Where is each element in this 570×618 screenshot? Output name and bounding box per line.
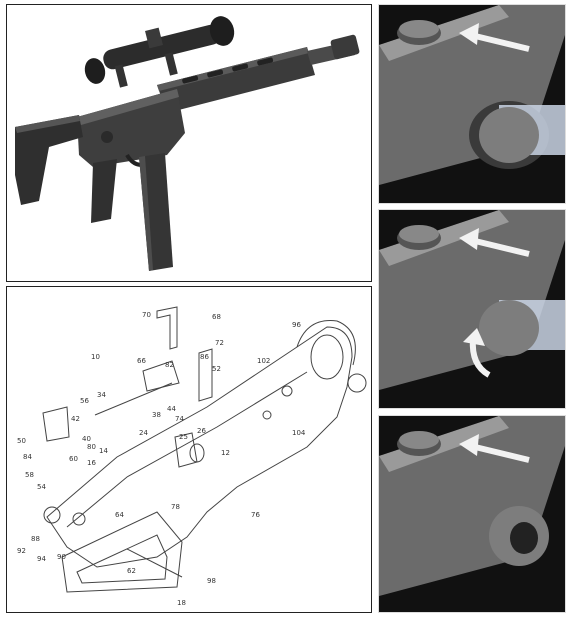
- arrow-icon: [470, 32, 530, 52]
- ref-label: 82: [165, 361, 174, 369]
- handguard: [157, 34, 360, 113]
- ref-label: 72: [215, 339, 224, 347]
- ref-label: 10: [91, 353, 100, 361]
- ref-label: 68: [212, 313, 221, 321]
- ref-label: 70: [142, 311, 151, 319]
- ref-label: 66: [137, 357, 146, 365]
- ref-label: 54: [37, 483, 46, 491]
- ref-label: 104: [292, 429, 306, 437]
- ref-label: 56: [80, 397, 89, 405]
- ref-label: 102: [257, 357, 270, 365]
- ref-label: 84: [23, 453, 32, 461]
- ref-label: 94: [37, 555, 46, 563]
- ref-label: 64: [115, 511, 124, 519]
- ref-label: 74: [175, 415, 184, 423]
- ref-label: 96: [292, 321, 301, 329]
- ref-label: 98: [207, 577, 216, 585]
- ref-label: 58: [25, 471, 34, 479]
- ref-label: 88: [31, 535, 40, 543]
- ref-label: 44: [167, 405, 176, 413]
- bolt-illustration: [379, 210, 565, 408]
- ref-label: 90: [57, 553, 66, 561]
- rifle-illustration: [7, 5, 371, 281]
- bolt-detail-photo-2: [378, 209, 566, 409]
- ref-label: 52: [212, 365, 221, 373]
- reference-numerals: 70 68 72 96 10 66 82 86 52 102 34 44 56 …: [17, 311, 306, 607]
- scope: [84, 16, 235, 88]
- bolt-illustration: [379, 5, 565, 203]
- stock: [15, 115, 83, 205]
- ref-label: 50: [17, 437, 26, 445]
- ref-label: 78: [171, 503, 180, 511]
- ref-label: 12: [221, 449, 230, 457]
- ref-label: 42: [71, 415, 80, 423]
- ref-label: 92: [17, 547, 26, 555]
- ref-label: 76: [251, 511, 260, 519]
- bolt-detail-photo-3: [378, 415, 566, 613]
- patent-illustration: 70 68 72 96 10 66 82 86 52 102 34 44 56 …: [7, 287, 371, 612]
- bolt-illustration: [379, 416, 565, 612]
- pistol-grip: [91, 159, 117, 223]
- patent-drawing-panel: 70 68 72 96 10 66 82 86 52 102 34 44 56 …: [6, 286, 372, 613]
- arrow-icon: [470, 237, 530, 257]
- ref-label: 38: [152, 411, 161, 419]
- ref-label: 80: [87, 443, 96, 451]
- ref-label: 86: [200, 353, 209, 361]
- ref-label: 26: [197, 427, 206, 435]
- ref-label: 18: [177, 599, 186, 607]
- ref-label: 24: [139, 429, 148, 437]
- ref-label: 25: [179, 433, 188, 441]
- ref-label: 62: [127, 567, 136, 575]
- ref-label: 34: [97, 391, 106, 399]
- ref-label: 14: [99, 447, 108, 455]
- bolt-detail-photo-1: [378, 4, 566, 204]
- arrow-icon: [470, 443, 530, 463]
- rifle-photo-panel: [6, 4, 372, 282]
- ref-label: 60: [69, 455, 78, 463]
- ref-label: 40: [82, 435, 91, 443]
- ref-label: 16: [87, 459, 96, 467]
